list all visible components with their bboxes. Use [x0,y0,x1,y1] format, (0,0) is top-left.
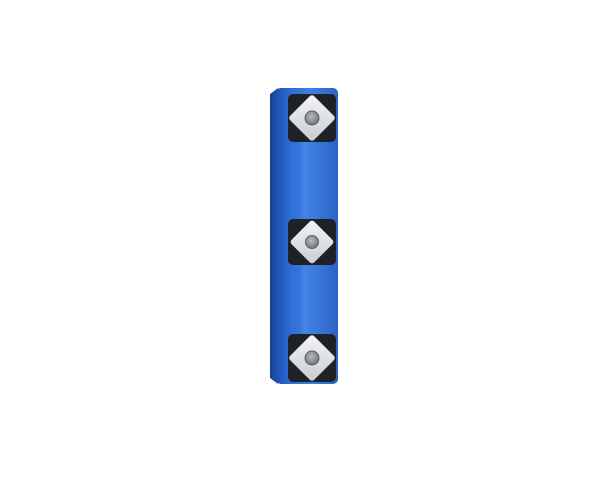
busbar-drawing [270,88,338,384]
bottom-terminal [288,334,336,382]
top-terminal [288,94,336,142]
middle-terminal [288,219,336,265]
blue-busbar-insulator [262,84,346,390]
